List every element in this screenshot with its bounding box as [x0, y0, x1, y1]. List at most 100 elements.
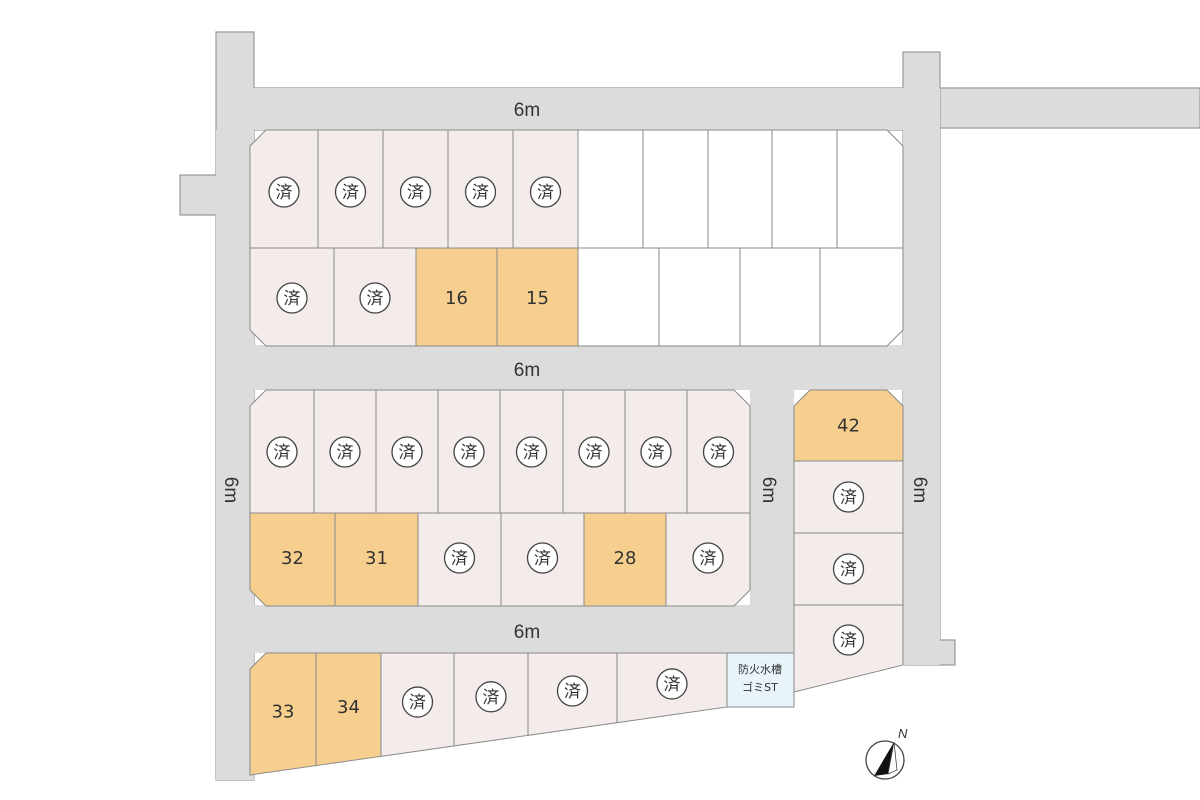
lot-block2-row1-4[interactable]: 済 — [499, 389, 564, 514]
sold-mark-label: 済 — [399, 443, 416, 463]
sold-mark-label: 済 — [337, 443, 354, 463]
sold-mark-label: 済 — [451, 549, 468, 569]
lot-block1-row1-7[interactable] — [707, 129, 773, 249]
lot-block3-0[interactable]: 42 — [793, 389, 904, 462]
lot-shape — [642, 129, 709, 249]
lot-block1-row2-2[interactable]: 16 — [415, 247, 498, 347]
sold-mark-icon — [329, 436, 361, 468]
sold-mark-label: 済 — [710, 443, 727, 463]
road-label-middle: 6m — [514, 360, 540, 381]
sold-mark-label: 済 — [840, 560, 857, 580]
sold-mark-label: 済 — [367, 289, 384, 309]
road-lower-band — [254, 605, 794, 653]
sold-mark-label: 済 — [409, 693, 426, 713]
lot-block4-2[interactable]: 済 — [380, 652, 455, 757]
lot-block2-row1-6[interactable]: 済 — [624, 389, 688, 514]
lot-shape — [249, 652, 317, 776]
lot-block2-row1-7[interactable]: 済 — [686, 389, 751, 514]
sold-mark-label: 済 — [523, 443, 540, 463]
sold-mark-label: 済 — [664, 675, 681, 695]
sold-mark-icon — [702, 436, 735, 468]
lot-block2-row1-1[interactable]: 済 — [313, 389, 377, 514]
lot-block1-row2-4[interactable] — [577, 247, 660, 347]
lot-block1-row1-1[interactable]: 済 — [317, 129, 384, 249]
lot-block4-0[interactable]: 33 — [249, 652, 317, 776]
sold-mark-icon — [359, 282, 391, 314]
lot-number-label: 31 — [365, 548, 388, 569]
compass-label: N — [898, 726, 908, 741]
sold-mark-label: 済 — [342, 183, 359, 203]
sold-mark-label: 済 — [534, 549, 551, 569]
lot-block1-row2-5[interactable] — [658, 247, 741, 347]
lot-block1-row1-6[interactable] — [642, 129, 709, 249]
sold-mark-label: 済 — [840, 631, 857, 651]
lot-block1-row2-3[interactable]: 15 — [496, 247, 579, 347]
lot-shape — [658, 247, 741, 347]
sold-mark-label: 済 — [564, 682, 581, 702]
facility-box: 防火水槽 ゴミST — [726, 652, 795, 708]
sold-mark-label: 済 — [537, 183, 554, 203]
road-middle-band — [254, 345, 903, 390]
lot-number-label: 42 — [837, 416, 860, 437]
sold-mark-icon — [453, 436, 485, 468]
lot-block4-4[interactable]: 済 — [527, 652, 618, 736]
lot-block4-1[interactable]: 34 — [315, 652, 382, 767]
lot-block1-row2-0[interactable]: 済 — [249, 247, 335, 347]
lot-block2-row1-3[interactable]: 済 — [437, 389, 501, 514]
lot-block1-row2-6[interactable] — [739, 247, 821, 347]
lot-block2-row1-2[interactable]: 済 — [375, 389, 439, 514]
lot-block2-row2-4[interactable]: 28 — [583, 512, 667, 607]
sold-mark-label: 済 — [483, 688, 500, 708]
lot-block1-row1-2[interactable]: 済 — [382, 129, 449, 249]
sold-mark-icon — [464, 176, 497, 208]
sold-mark-icon — [556, 675, 589, 707]
road-label-center-vertical: 6m — [758, 477, 779, 503]
lot-block1-row2-1[interactable]: 済 — [333, 247, 417, 347]
sold-mark-icon — [268, 176, 300, 208]
compass-needle-light — [887, 741, 898, 775]
sold-mark-icon — [391, 436, 423, 468]
facility-area — [726, 652, 795, 708]
lot-block4-3[interactable]: 済 — [453, 652, 529, 747]
sold-mark-label: 済 — [840, 488, 857, 508]
lot-shape — [819, 247, 904, 347]
sold-mark-icon — [276, 282, 308, 314]
lot-block1-row1-4[interactable]: 済 — [512, 129, 579, 249]
sold-mark-icon — [529, 176, 562, 208]
sold-mark-label: 済 — [461, 443, 478, 463]
sold-mark-icon — [656, 668, 688, 700]
lot-block3-1[interactable]: 済 — [793, 460, 904, 534]
lot-shape — [707, 129, 773, 249]
sold-mark-label: 済 — [586, 443, 603, 463]
sold-mark-label: 済 — [700, 549, 717, 569]
lot-block2-row2-2[interactable]: 済 — [417, 512, 502, 607]
lot-block2-row1-5[interactable]: 済 — [562, 389, 626, 514]
lot-block3-3[interactable]: 済 — [793, 604, 904, 693]
lot-block3-2[interactable]: 済 — [793, 532, 904, 606]
lot-number-label: 15 — [526, 288, 549, 309]
lot-block1-row1-0[interactable]: 済 — [249, 129, 319, 249]
sold-mark-icon — [832, 624, 865, 656]
lot-block2-row2-0[interactable]: 32 — [249, 512, 336, 607]
lot-block1-row1-3[interactable]: 済 — [447, 129, 514, 249]
lot-block1-row1-5[interactable] — [577, 129, 644, 249]
road-right-band — [903, 130, 940, 665]
lot-block2-row2-3[interactable]: 済 — [500, 512, 585, 607]
sold-mark-icon — [692, 542, 724, 574]
sold-mark-icon — [475, 681, 507, 713]
road-label-right: 6m — [909, 477, 930, 503]
lot-shape — [577, 247, 660, 347]
lot-block2-row1-0[interactable]: 済 — [249, 389, 315, 514]
road-label-left: 6m — [220, 477, 241, 503]
sold-mark-label: 済 — [276, 183, 293, 203]
lot-shape — [577, 129, 644, 249]
lot-block4-5[interactable]: 済 — [616, 652, 728, 724]
road-label-top: 6m — [514, 100, 540, 121]
lot-block2-row2-1[interactable]: 31 — [334, 512, 419, 607]
lot-block1-row1-9[interactable] — [836, 129, 904, 249]
lot-block2-row2-5[interactable]: 済 — [665, 512, 751, 607]
lot-number-label: 16 — [445, 288, 468, 309]
lot-shape — [249, 512, 336, 607]
lot-block1-row1-8[interactable] — [771, 129, 838, 249]
lot-block1-row2-7[interactable] — [819, 247, 904, 347]
